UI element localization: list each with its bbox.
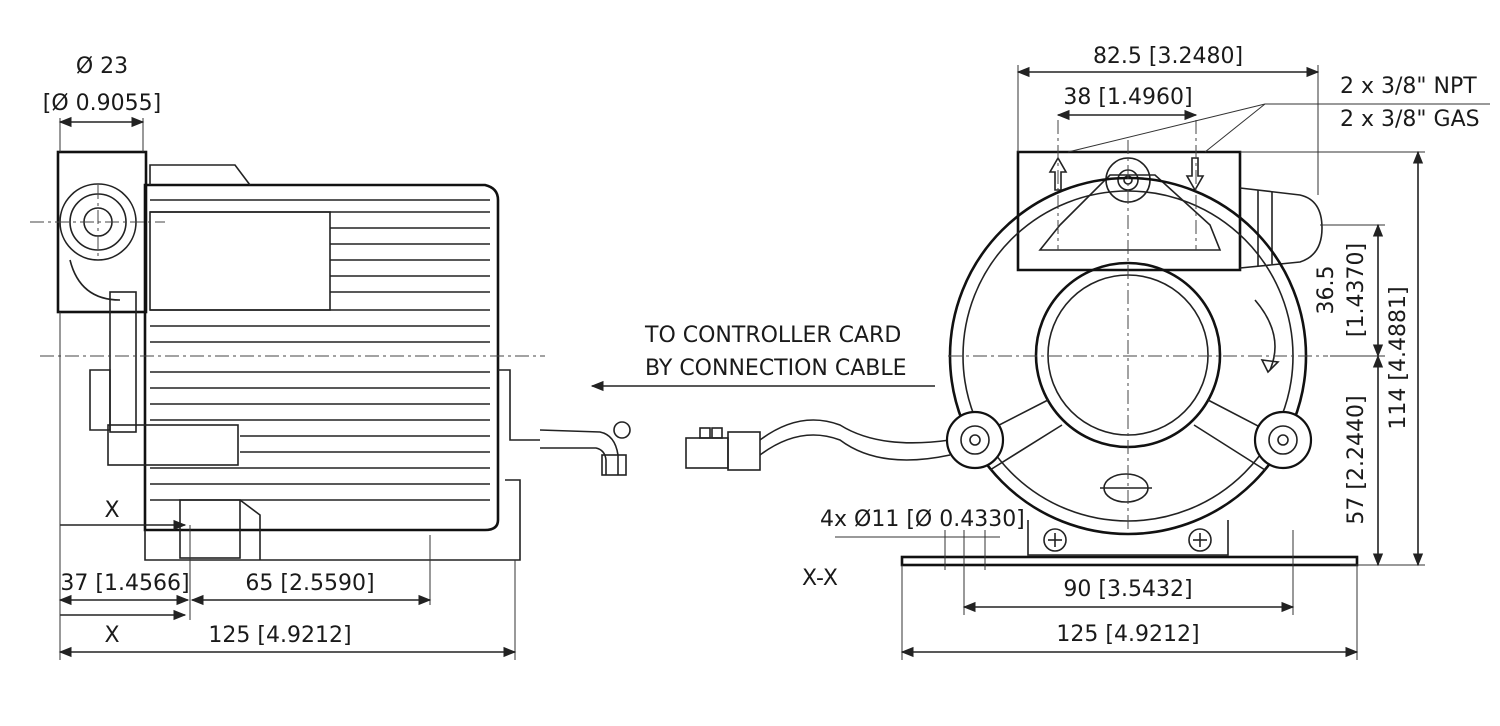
port-npt-label: 2 x 3/8" NPT [1340, 74, 1477, 99]
holes-label: 4x Ø11 [Ø 0.4330] [820, 507, 1025, 532]
front-dim-125-label: 125 [4.9212] [1056, 622, 1199, 647]
controller-note-line1: TO CONTROLLER CARD [644, 323, 901, 348]
side-view [30, 150, 631, 621]
dim-114-label: 114 [4.4881] [1386, 286, 1411, 429]
section-xx-label: X-X [802, 566, 838, 591]
dim-36-label: 36.5 [1314, 266, 1339, 315]
section-mark-top: X [104, 498, 119, 523]
side-diameter-label: Ø 23 [76, 54, 128, 79]
side-dim-125-label: 125 [4.9212] [208, 623, 351, 648]
side-dimensions [58, 116, 517, 660]
dim-90-label: 90 [3.5432] [1063, 577, 1192, 602]
controller-note-line2: BY CONNECTION CABLE [645, 356, 907, 381]
dim-36-inch-label: [1.4370] [1344, 243, 1369, 337]
dim-65-label: 65 [2.5590] [245, 571, 374, 596]
dim-57-label: 57 [2.2440] [1344, 395, 1369, 524]
port-gas-label: 2 x 3/8" GAS [1340, 107, 1480, 132]
dim-38-label: 38 [1.4960] [1063, 85, 1192, 110]
front-dimensions [835, 65, 1490, 660]
dim-37-label: 37 [1.4566] [60, 571, 189, 596]
front-view [685, 120, 1359, 567]
section-mark-bottom: X [104, 623, 119, 648]
dim-82-label: 82.5 [3.2480] [1093, 44, 1243, 69]
cooling-fins [150, 199, 490, 501]
side-diameter-inch-label: [Ø 0.9055] [43, 91, 161, 116]
